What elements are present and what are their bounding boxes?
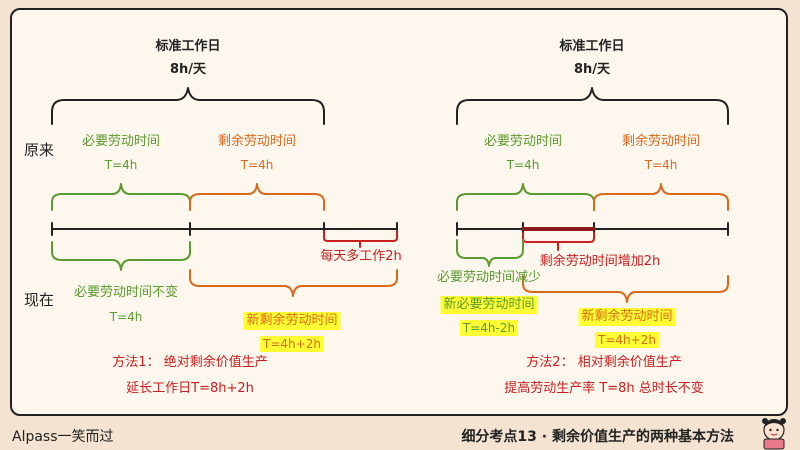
left-standard-day-title: 标准工作日 bbox=[155, 39, 221, 54]
right-standard-day-title: 标准工作日 bbox=[559, 39, 625, 54]
right-method-title: 方法2： 相对剩余价值生产 bbox=[526, 355, 682, 370]
left-necessary-label: 必要劳动时间 bbox=[81, 134, 161, 149]
right-standard-day-brace bbox=[456, 87, 729, 125]
right-surplus-label: 剩余劳动时间 bbox=[621, 134, 701, 149]
left-necessary-unchanged-bracket bbox=[51, 241, 191, 271]
right-new-necessary-bracket bbox=[456, 239, 524, 267]
right-new-surplus-bracket bbox=[522, 275, 729, 303]
left-surplus-label: 剩余劳动时间 bbox=[217, 134, 297, 149]
left-new-surplus-time: T=4h+2h bbox=[260, 336, 324, 353]
right-new-surplus-label: 新剩余劳动时间 bbox=[578, 308, 676, 326]
row-label-after: 现在 bbox=[24, 291, 55, 309]
mascot-avatar-icon bbox=[762, 418, 786, 450]
right-necessary-brace bbox=[456, 183, 595, 211]
right-surplus-time: T=4h bbox=[644, 158, 678, 172]
right-necessary-time: T=4h bbox=[506, 158, 540, 172]
right-standard-day-hours: 8h/天 bbox=[573, 62, 611, 77]
left-necessary-unchanged-time: T=4h bbox=[109, 310, 143, 324]
left-extra-bracket bbox=[323, 230, 398, 242]
footer-bar bbox=[0, 422, 800, 450]
right-surplus-brace bbox=[593, 183, 729, 211]
left-extra-label: 每天多工作2h bbox=[320, 249, 402, 264]
left-method-title: 方法1： 绝对剩余价值生产 bbox=[112, 355, 268, 370]
left-surplus-brace bbox=[189, 183, 325, 211]
footer-lesson-title: 细分考点13 · 剩余价值生产的两种基本方法 bbox=[461, 429, 734, 445]
right-new-necessary-time: T=4h-2h bbox=[459, 320, 519, 337]
right-necessary-decrease-label: 必要劳动时间减少 bbox=[436, 270, 542, 285]
right-method-desc: 提高劳动生产率 T=8h 总时长不变 bbox=[504, 381, 704, 396]
left-surplus-time: T=4h bbox=[240, 158, 274, 172]
left-method-desc: 延长工作日T=8h+2h bbox=[126, 381, 254, 396]
row-label-before: 原来 bbox=[24, 141, 55, 159]
footer-channel-name: Alpass一笑而过 bbox=[12, 429, 114, 445]
right-necessary-label: 必要劳动时间 bbox=[483, 134, 563, 149]
left-necessary-time: T=4h bbox=[104, 158, 138, 172]
left-standard-day-brace bbox=[51, 87, 325, 125]
right-increase-bracket bbox=[522, 232, 595, 243]
right-surplus-increase-label: 剩余劳动时间增加2h bbox=[539, 254, 661, 269]
left-new-surplus-label: 新剩余劳动时间 bbox=[243, 312, 341, 330]
left-necessary-unchanged-label: 必要劳动时间不变 bbox=[73, 285, 179, 300]
left-necessary-brace bbox=[51, 183, 191, 211]
right-new-surplus-time: T=4h+2h bbox=[595, 332, 659, 349]
left-new-surplus-bracket bbox=[189, 269, 398, 297]
left-standard-day-hours: 8h/天 bbox=[169, 62, 207, 77]
right-new-necessary-label: 新必要劳动时间 bbox=[440, 296, 538, 314]
